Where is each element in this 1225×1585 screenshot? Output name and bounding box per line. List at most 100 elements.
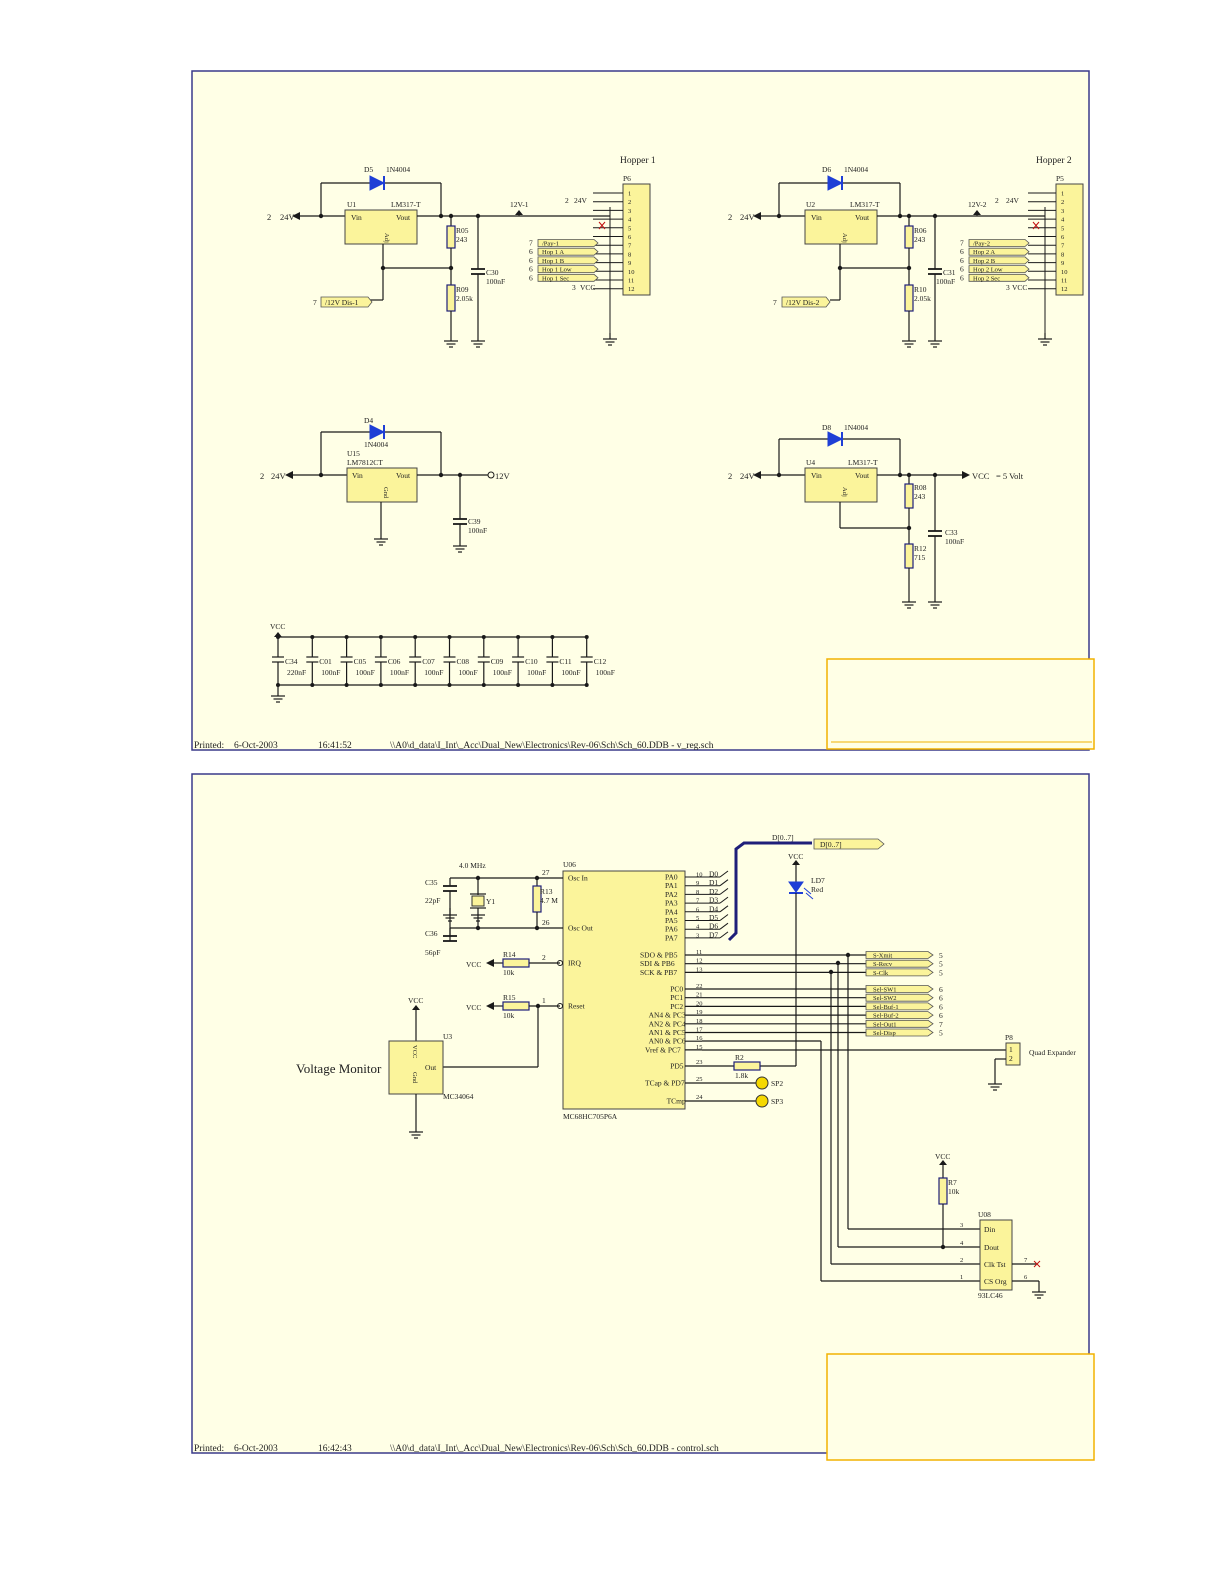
pin-gnd: Gnd <box>411 1072 418 1084</box>
port-num: 6 <box>529 247 533 256</box>
mcu-part: MC68HC705P6A <box>563 1112 618 1121</box>
cap-val: 100nF <box>596 668 615 677</box>
mcu-pin-num: 27 <box>542 868 550 877</box>
mcu-pin-name: PA5 <box>665 916 678 925</box>
port-num: 6 <box>960 273 964 282</box>
voltage-monitor-u3: Voltage Monitor VCC U3 MC34064 VCC Gnd O… <box>296 996 474 1139</box>
cap-ref: C34 <box>285 657 298 666</box>
bus-label: D[0..7] <box>772 833 794 842</box>
cap-val: 100nF <box>945 537 964 546</box>
testpoint-sp2: SP2 <box>771 1079 783 1088</box>
port-label: Sel-Buf-1 <box>873 1004 899 1011</box>
eeprom-pin-num: 4 <box>960 1240 964 1247</box>
connector-pin: 10 <box>1061 269 1068 276</box>
cap-val: 100nF <box>459 668 478 677</box>
reg-ref: U15 <box>347 449 360 458</box>
signal-port <box>968 265 1030 274</box>
voltage-monitor-title: Voltage Monitor <box>296 1061 382 1076</box>
net-label-vcc: VCC <box>466 1003 481 1012</box>
mcu-pin-num: 7 <box>696 898 700 905</box>
reg-ref: U1 <box>347 200 356 209</box>
cap-ref: C08 <box>457 657 470 666</box>
mcu-pin-name: Vref & PC7 <box>645 1045 681 1054</box>
port-label: Hop 1 A <box>542 249 564 256</box>
resistor-r06 <box>904 225 914 249</box>
signal-port <box>865 968 934 977</box>
port-num: 7 <box>960 239 964 248</box>
cap-ref: C01 <box>319 657 332 666</box>
mcu-pin-name: AN0 & PC6 <box>649 1037 686 1046</box>
cap-ref: C10 <box>525 657 538 666</box>
connector-pin: 4 <box>628 217 632 224</box>
connector-pin: 12 <box>1061 286 1068 293</box>
schematic-sheet-voltage-regulators: 2 24V D5 1N4004 U1 LM317-T Vin Vout Adj <box>191 70 1095 751</box>
port-label: Hop 1 Low <box>542 267 572 274</box>
diode-d8 <box>827 431 844 447</box>
signal-port <box>865 1011 934 1019</box>
port-num: 6 <box>960 265 964 274</box>
mcu-pin-name: Osc Out <box>568 924 594 933</box>
connector-pin: 4 <box>1061 217 1065 224</box>
diode-part: 1N4004 <box>844 165 868 174</box>
mcu-pin-name: PA2 <box>665 890 678 899</box>
net-number: 2 <box>565 196 569 205</box>
port-label: Sel-Out1 <box>873 1021 896 1028</box>
net-label: 24V <box>1006 196 1020 205</box>
res-ref: R06 <box>914 226 927 235</box>
res-val: 243 <box>914 492 926 501</box>
reg-ref: U2 <box>806 200 815 209</box>
cap-val: 100nF <box>936 277 955 286</box>
cap-val: 100nF <box>486 277 505 286</box>
monitor-ref: U3 <box>443 1032 452 1041</box>
pin-out: Out <box>425 1063 437 1072</box>
resistor-r7 <box>938 1177 948 1205</box>
net-label-24v: 24V <box>740 471 756 481</box>
port-num: 6 <box>939 985 943 994</box>
port-label: Hop 2 B <box>973 258 996 265</box>
wire <box>719 922 729 930</box>
net-number: 3 <box>1006 283 1010 292</box>
eeprom-wiring <box>702 952 986 1282</box>
eeprom-pin-num: 7 <box>1024 1257 1028 1264</box>
print-label: Printed: <box>194 1444 224 1454</box>
print-path: \\A0\d_data\I_Int\_Acc\Dual_New\Electron… <box>390 741 714 751</box>
cap-ref: C39 <box>468 517 481 526</box>
sheet-frame <box>191 70 1090 751</box>
net-label-12v: 12V <box>495 471 511 481</box>
connector-ref: P5 <box>1056 174 1064 183</box>
signal-port <box>537 273 599 282</box>
connector-pin: 7 <box>628 243 632 250</box>
diode-ref: D4 <box>364 416 373 425</box>
bus-port-label: D[0..7] <box>820 840 842 849</box>
res-val: 1.8k <box>735 1071 748 1080</box>
port-label: Hop 1 B <box>542 258 565 265</box>
print-time: 16:41:52 <box>318 741 352 751</box>
monitor-part: MC34064 <box>443 1092 474 1101</box>
pin-vin: Vin <box>811 471 822 480</box>
cap-val: 220nF <box>287 668 306 677</box>
cap-val: 100nF <box>321 668 340 677</box>
signal-port <box>865 1028 934 1037</box>
port-label: S-Xmit <box>873 953 892 960</box>
resistor-r12 <box>904 543 914 569</box>
irq-reset-pullups: VCC R14 10k VCC R15 10k <box>443 950 560 1068</box>
eeprom-pin-num: 1 <box>960 1274 963 1281</box>
res-val: 10k <box>503 1011 515 1020</box>
pin-vin: Vin <box>811 213 822 222</box>
signal-port <box>865 959 934 968</box>
net-label: VCC <box>1012 283 1027 292</box>
monitor-body <box>388 1040 444 1095</box>
net-label-24v: 24V <box>740 212 756 222</box>
cap-ref: C06 <box>388 657 401 666</box>
mcu-pin-num: 12 <box>696 958 703 965</box>
cap-ref: C30 <box>486 268 499 277</box>
cap-ref: C07 <box>422 657 435 666</box>
print-time: 16:42:43 <box>318 1444 352 1454</box>
connector-pin: 3 <box>628 208 631 215</box>
cap-ref: C09 <box>491 657 504 666</box>
mcu-pin-num: 24 <box>696 1094 703 1101</box>
connector-pin: 2 <box>628 199 631 206</box>
